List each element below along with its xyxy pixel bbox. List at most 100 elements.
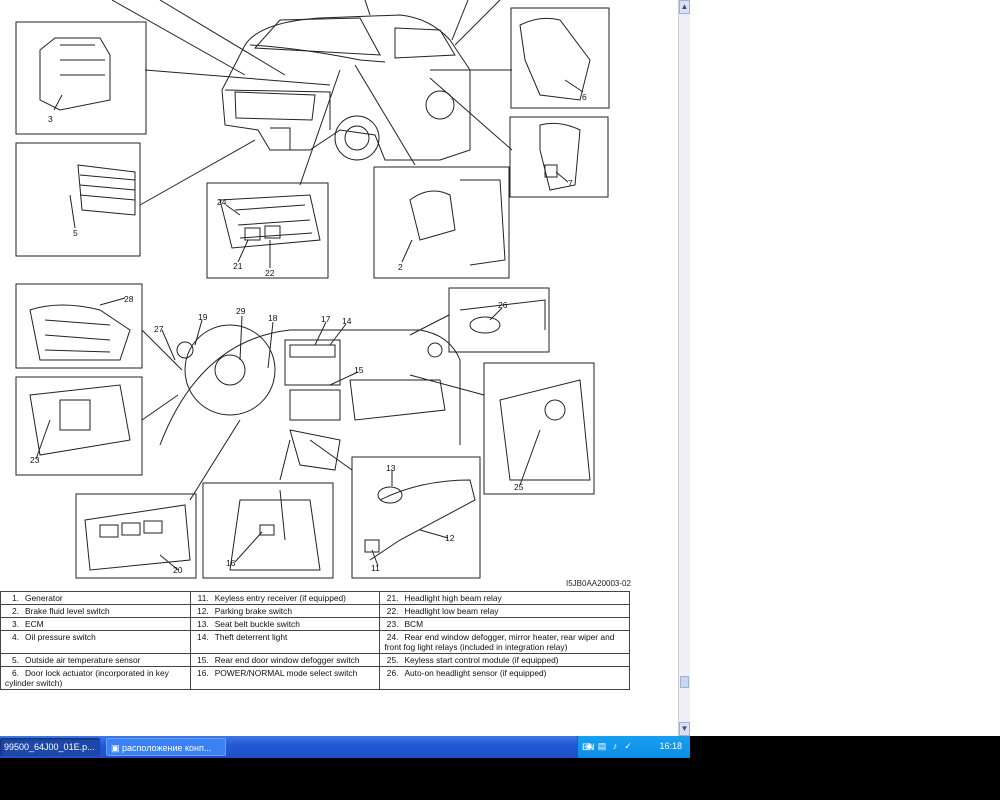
- legend-text: Door lock actuator (incorporated in key …: [5, 668, 169, 688]
- legend-number: 5.: [12, 655, 19, 665]
- taskbar-item-label: расположение конп...: [122, 743, 212, 753]
- legend-number: 11.: [197, 593, 209, 603]
- legend-cell: 11. Keyless entry receiver (if equipped): [189, 591, 381, 605]
- legend-row: 4.Oil pressure switch 14. Theft deterrent …: [0, 630, 630, 654]
- callout-label: 17: [321, 314, 331, 324]
- legend-row: 5. Outside air temperature sensor 15. Rear …: [0, 653, 630, 667]
- legend-text: POWER/NORMAL mode select switch: [214, 668, 358, 678]
- taskbar-item-image[interactable]: ▣ расположение конп...: [106, 738, 226, 756]
- legend-number: 14.: [197, 632, 209, 642]
- document-page: 3 6 7 5 24 21 22 2 28 26 27 29 19 18 17 …: [0, 0, 678, 736]
- legend-cell: 6.Door lock actuator (incorporated in ke…: [0, 666, 191, 690]
- callout-label: 18: [268, 313, 278, 323]
- legend-cell: 4.Oil pressure switch: [0, 630, 191, 654]
- legend-text: Parking brake switch: [214, 606, 292, 616]
- legend-number: 1.: [12, 593, 19, 603]
- legend-number: 3.: [12, 619, 19, 629]
- legend-number: 15.: [197, 655, 209, 665]
- empty-area: [690, 0, 1000, 736]
- callout-label: 28: [124, 294, 134, 304]
- figure-reference-code: I5JB0AA20003-02: [566, 579, 631, 588]
- legend-number: 21.: [386, 593, 399, 603]
- legend-text: Rear end window defogger, mirror heater,…: [384, 632, 615, 652]
- taskbar: 99500_64J00_01E.p... ▣ расположение конп…: [0, 736, 690, 758]
- callout-label: 22: [265, 268, 275, 278]
- callout-label: 13: [386, 463, 396, 473]
- legend-number: 25.: [386, 655, 399, 665]
- callout-label: 12: [445, 533, 455, 543]
- legend-cell: 12. Parking brake switch: [189, 604, 381, 618]
- vertical-scrollbar[interactable]: ▲ ▼: [678, 0, 690, 736]
- legend-row: 1. Generator 11. Keyless entry receiver (if…: [0, 591, 630, 605]
- clock[interactable]: 16:18: [659, 741, 682, 751]
- legend-text: Keyless start control module (if equippe…: [404, 655, 559, 665]
- window-icon: ▣: [111, 743, 123, 753]
- legend-cell: 5. Outside air temperature sensor: [0, 653, 191, 667]
- legend-cell: 1. Generator: [0, 591, 191, 605]
- legend-number: 26.: [386, 668, 399, 678]
- callout-label: 3: [48, 114, 53, 124]
- legend-text: BCM: [404, 619, 424, 629]
- component-legend-table: 1. Generator 11. Keyless entry receiver (if…: [0, 591, 630, 690]
- callout-label: 2: [398, 262, 403, 272]
- legend-text: Seat belt buckle switch: [214, 619, 300, 629]
- callout-label: 26: [498, 300, 508, 310]
- legend-text: ECM: [25, 619, 44, 629]
- legend-text: Outside air temperature sensor: [25, 655, 141, 665]
- legend-text: Headlight high beam relay: [404, 593, 502, 603]
- legend-cell: 25. Keyless start control module (if equi…: [379, 653, 630, 667]
- callout-label: 15: [354, 365, 364, 375]
- scroll-down-icon[interactable]: ▼: [679, 722, 690, 736]
- language-indicator[interactable]: EN: [582, 742, 595, 752]
- taskbar-item-pdf[interactable]: 99500_64J00_01E.p...: [0, 738, 100, 756]
- legend-text: Keyless entry receiver (if equipped): [214, 593, 346, 603]
- legend-cell: 22.Headlight low beam relay: [379, 604, 630, 618]
- legend-number: 2.: [12, 606, 19, 616]
- callout-label: 19: [198, 312, 208, 322]
- legend-cell: 21. Headlight high beam relay: [379, 591, 630, 605]
- legend-number: 12.: [197, 606, 209, 616]
- callout-label: 29: [236, 306, 246, 316]
- wiring-component-location-figure: 3 6 7 5 24 21 22 2 28 26 27 29 19 18 17 …: [15, 0, 610, 579]
- legend-cell: 26. Auto-on headlight sensor (if equipped…: [379, 666, 630, 690]
- legend-number: 23.: [386, 619, 399, 629]
- legend-row: 2. Brake fluid level switch 12. Parking bra…: [0, 604, 630, 618]
- legend-cell: 14. Theft deterrent light: [189, 630, 381, 654]
- legend-number: 24.: [386, 632, 399, 642]
- legend-cell: 3. ECM: [0, 617, 191, 631]
- display-icon[interactable]: ▤: [597, 741, 607, 751]
- scroll-up-icon[interactable]: ▲: [679, 0, 690, 14]
- legend-row: 6.Door lock actuator (incorporated in ke…: [0, 666, 630, 690]
- callout-label: 27: [154, 324, 164, 334]
- callout-label: 21: [233, 261, 243, 271]
- callout-label: 23: [30, 455, 40, 465]
- legend-cell: 23. BCM: [379, 617, 630, 631]
- legend-text: Headlight low beam relay: [404, 606, 499, 616]
- callout-label: 14: [342, 316, 352, 326]
- legend-text: Brake fluid level switch: [25, 606, 110, 616]
- legend-number: 4.: [12, 632, 19, 642]
- network-icon[interactable]: ◉: [585, 741, 593, 751]
- callout-label: 25: [514, 482, 524, 492]
- callout-label: 11: [371, 563, 380, 573]
- volume-icon[interactable]: ♪: [612, 741, 618, 751]
- callout-label: 20: [173, 565, 183, 575]
- system-tray: ◉ ▤ ♪ ✓ 16:18: [577, 736, 690, 758]
- callout-label: 7: [568, 178, 573, 188]
- legend-text: Generator: [25, 593, 63, 603]
- scroll-thumb[interactable]: [680, 676, 689, 688]
- legend-cell: 2. Brake fluid level switch: [0, 604, 191, 618]
- legend-cell: 15. Rear end door window defogger switch: [189, 653, 381, 667]
- legend-number: 16.: [197, 668, 209, 678]
- legend-text: Auto-on headlight sensor (if equipped): [404, 668, 547, 678]
- callout-label: 16: [226, 558, 236, 568]
- legend-text: Rear end door window defogger switch: [214, 655, 360, 665]
- shield-icon[interactable]: ✓: [624, 741, 632, 751]
- legend-number: 13.: [197, 619, 209, 629]
- legend-cell: 24.Rear end window defogger, mirror heat…: [379, 630, 630, 654]
- callout-label: 6: [582, 92, 587, 102]
- legend-cell: 16. POWER/NORMAL mode select switch: [189, 666, 381, 690]
- legend-text: Theft deterrent light: [214, 632, 288, 642]
- legend-cell: 13. Seat belt buckle switch: [189, 617, 381, 631]
- legend-number: 6.: [12, 668, 19, 678]
